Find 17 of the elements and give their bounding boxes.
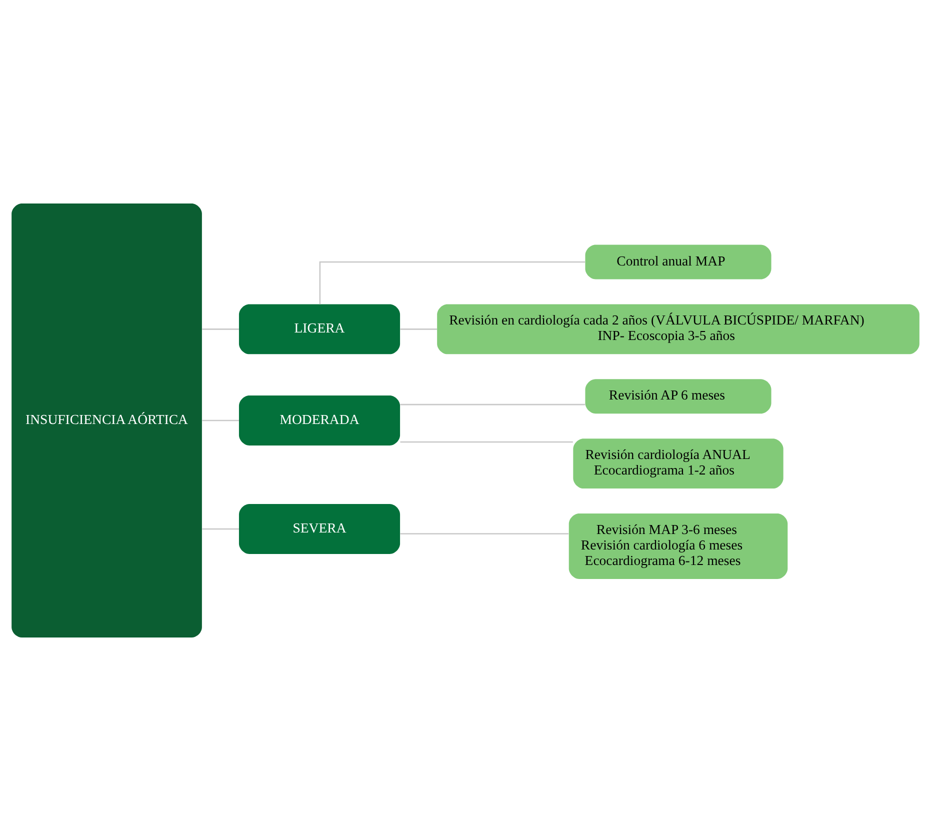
node-box: MODERADA [238,395,400,445]
node-box: Revisión cardiología ANUAL Ecocardiograma 1-2 años [573,438,784,488]
connector [400,440,573,442]
connector [202,328,239,330]
connector [202,419,239,421]
node-box: Revisión MAP 3-6 meses Revisión cardiología 6 meses Ecocardiograma 6-12 meses [568,513,788,578]
connector [319,260,586,304]
connector [400,328,438,330]
node-box: Revisión AP 6 meses [585,378,772,414]
node-box: SEVERA [238,504,400,554]
connector [202,528,239,530]
node-box: INSUFICIENCIA AÓRTICA [12,202,202,638]
node-box: Revisión en cardiología cada 2 años (VÁLVULA BICÚSPIDE/ MARFAN) INP- Ecoscopia 3-5 años [437,304,920,354]
connector [400,403,586,405]
node-box: Control anual MAP [585,244,772,279]
connector [400,532,569,534]
node-box: LIGERA [238,304,400,354]
